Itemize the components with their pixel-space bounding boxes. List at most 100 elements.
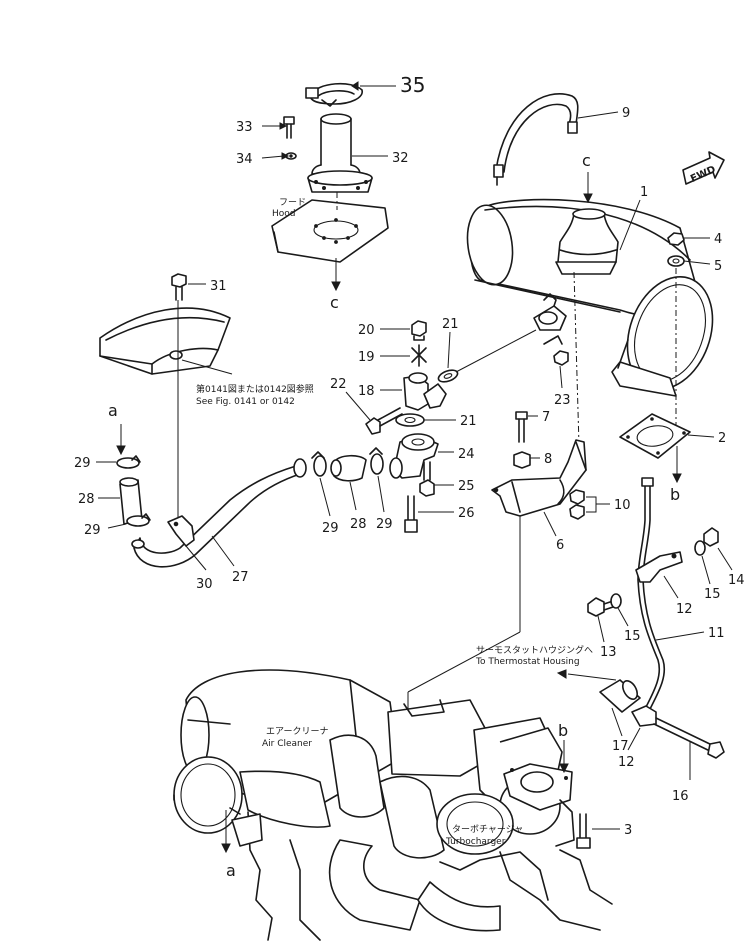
part-32-stack-pipe [307, 113, 373, 193]
label-part-32: 32 [392, 151, 409, 166]
label-part-16: 16 [672, 789, 689, 804]
part-27-pipe [131, 458, 307, 568]
part-26-bolt [404, 495, 418, 533]
part-12-clip-upper [635, 551, 683, 583]
part-30-clamp [167, 515, 195, 547]
label-part-30: 30 [196, 577, 213, 592]
label-part-25: 25 [458, 479, 475, 494]
air-cleaner-label-jp: エアークリーナ [266, 726, 328, 737]
label-part-23: 23 [554, 393, 571, 408]
hood-plate [271, 199, 389, 263]
turbo-label-en: Turbocharger [445, 837, 506, 847]
label-part-15-upper: 15 [704, 587, 721, 602]
label-part-28-a: 28 [78, 492, 95, 507]
part-29-clamp-left-top [116, 455, 141, 469]
label-part-2: 2 [718, 431, 726, 446]
label-part-9: 9 [622, 106, 630, 121]
label-part-15-lower: 15 [624, 629, 641, 644]
turbo-label-jp: ターボチャージャ [452, 824, 523, 835]
label-part-7: 7 [542, 410, 550, 425]
label-part-34: 34 [236, 152, 253, 167]
part-4-nut [667, 232, 685, 246]
label-part-29-a: 29 [74, 456, 91, 471]
label-part-19: 19 [358, 350, 375, 365]
part-29-clamp-left-bottom [126, 513, 151, 527]
label-part-21-upper: 21 [442, 317, 459, 332]
part-28-hose-left [119, 477, 143, 525]
label-part-31: 31 [210, 279, 227, 294]
ref-c-bottom: c [330, 293, 339, 312]
part-15-washer-upper [694, 540, 706, 556]
label-part-29-b: 29 [84, 523, 101, 538]
part-16-bolt [653, 717, 725, 759]
label-part-27: 27 [232, 570, 249, 585]
part-25-bolt [419, 461, 435, 497]
part-21-gasket-upper [437, 369, 459, 383]
part-29-clamp-mid-left [311, 451, 327, 477]
see-fig-label-jp: 第0141図または0142図参照 [196, 383, 314, 395]
part-34-washer [285, 152, 297, 160]
fwd-arrow: FWD [682, 151, 725, 185]
part-5-washer [667, 255, 685, 267]
part-3-bolt [576, 813, 591, 849]
part-6-bracket [491, 439, 587, 517]
ref-b-bottom: b [558, 721, 568, 740]
part-2-gasket [619, 413, 691, 459]
part-23-nut [543, 335, 569, 366]
part-28-hose-mid [330, 454, 367, 482]
ref-c-top: c [582, 151, 591, 170]
label-part-14: 14 [728, 573, 745, 588]
label-part-11: 11 [708, 626, 725, 641]
see-fig-label-en: See Fig. 0141 or 0142 [196, 397, 295, 407]
label-part-29-c: 29 [322, 521, 339, 536]
label-part-21-lower: 21 [460, 414, 477, 429]
thermo-label-jp: サーモスタットハウジングへ [476, 644, 593, 656]
part-19-fitting [411, 344, 427, 367]
label-part-13: 13 [600, 645, 617, 660]
part-24-elbow [389, 433, 439, 479]
part-7-bolt [515, 411, 528, 443]
part-12-clip-lower [631, 705, 657, 727]
label-part-4: 4 [714, 232, 722, 247]
label-part-3: 3 [624, 823, 632, 838]
part-8-nut [513, 451, 531, 469]
label-part-22: 22 [330, 377, 347, 392]
part-11-tube [637, 477, 666, 721]
part-20-plug [411, 320, 427, 341]
label-part-12-lower: 12 [618, 755, 635, 770]
engine-assembly [173, 669, 613, 941]
label-part-26: 26 [458, 506, 475, 521]
label-part-12-upper: 12 [676, 602, 693, 617]
label-part-5: 5 [714, 259, 722, 274]
ref-a-top: a [108, 401, 118, 420]
label-part-35: 35 [400, 73, 425, 97]
part-35-clamp [305, 82, 363, 107]
ref-a-bottom: a [226, 861, 236, 880]
heat-shield [99, 307, 231, 375]
part-17-sleeve [599, 679, 641, 713]
part-18-valve-body [403, 372, 447, 411]
ref-b-top: b [670, 485, 680, 504]
label-part-20: 20 [358, 323, 375, 338]
label-part-6: 6 [556, 538, 564, 553]
part-29-clamp-mid-right [369, 447, 384, 475]
label-part-18: 18 [358, 384, 375, 399]
part-15-washer-lower [610, 593, 622, 609]
label-part-1: 1 [640, 185, 648, 200]
part-9-band [493, 93, 579, 186]
label-part-24: 24 [458, 447, 475, 462]
label-part-29-d: 29 [376, 517, 393, 532]
label-part-28-b: 28 [350, 517, 367, 532]
hood-label-jp: フード [279, 198, 306, 208]
part-22-bolt [365, 407, 403, 435]
air-cleaner-label-en: Air Cleaner [262, 739, 312, 749]
part-14-nut [703, 527, 719, 547]
thermo-label-en: To Thermostat Housing [475, 657, 580, 667]
part-10-nuts [569, 489, 585, 520]
part-31-bolt [171, 273, 187, 301]
label-part-33: 33 [236, 120, 253, 135]
label-part-8: 8 [544, 452, 552, 467]
part-1-muffler [466, 198, 714, 397]
